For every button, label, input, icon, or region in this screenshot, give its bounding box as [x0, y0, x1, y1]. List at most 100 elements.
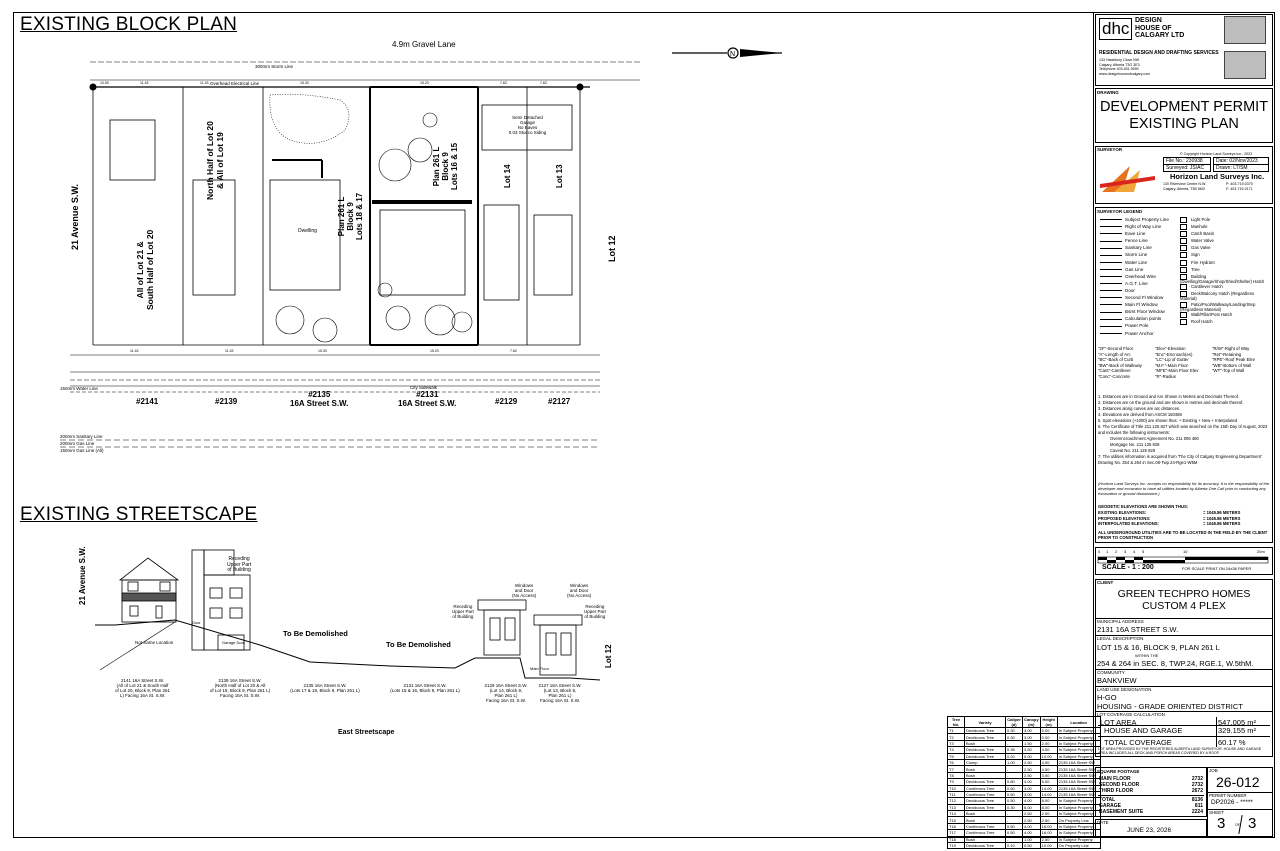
legend-item: Gas Valve	[1180, 245, 1270, 252]
legend-label: Water Valve	[1191, 238, 1214, 244]
landuse-label: LAND USE DESIGNATION	[1097, 687, 1152, 692]
lots-20-19-label: North Half of Lot 20 & All of Lot 19	[205, 121, 225, 200]
job-label: JOB	[1209, 768, 1218, 773]
legend-item: Power Pole	[1100, 323, 1169, 330]
streetscape-drawing	[95, 549, 601, 681]
divider	[1098, 736, 1270, 737]
legend-swatch-icon	[1100, 233, 1122, 235]
drawn-by: Drawn: LT/SM	[1213, 164, 1269, 172]
legend-item: Catch Basin	[1180, 231, 1270, 238]
desc-2131: 2131 16A Street S.W. (Lots 15 & 16, Bloc…	[390, 683, 460, 693]
divider	[1096, 711, 1272, 712]
sqft-name: TOTAL	[1099, 797, 1116, 803]
note-line: Overencroachment Agreement No. 211 006 4…	[1110, 436, 1199, 441]
abbrev-cell: "A"-Length of Arc	[1098, 351, 1131, 357]
divider	[1096, 618, 1272, 619]
note-line: 2. Distances are on the ground and are s…	[1098, 400, 1244, 405]
receding-upper-label: Receding Upper Part of Building	[227, 556, 252, 573]
legend-swatch-icon	[1100, 247, 1122, 249]
svg-text:11.43: 11.43	[130, 349, 139, 353]
legend-item: Cantilever Hatch	[1180, 284, 1270, 291]
lot14-label: Lot 14	[503, 164, 512, 188]
windows-no-access-2127: Windows and Door (No Access)	[567, 583, 592, 598]
sqft-value: 8136	[1191, 797, 1203, 803]
address-2139: #2139	[215, 397, 238, 406]
abbrev-row: "2F"-Second Floor"Elev"-Elevation"R/W"-R…	[1098, 346, 1269, 352]
abbrev-row: "Cant"-Cantilever"MFE"-Main Floor Elev"W…	[1098, 368, 1269, 374]
sqft-name: SECOND FLOOR	[1099, 782, 1140, 788]
legend-item: Second Fl Window	[1100, 295, 1169, 302]
scale-tick-label: 4	[1133, 549, 1136, 554]
geo-value: = 1045.86 METERS	[1203, 515, 1241, 521]
legend-label: Building (Dwelling/Garage/Shop/Shed/Shel…	[1180, 273, 1265, 284]
abbrev-cell: "WT"-Top of Wall	[1212, 368, 1245, 374]
legend-item: Gas Line	[1100, 267, 1169, 274]
sheet-border	[13, 12, 1275, 838]
divider	[1207, 792, 1273, 793]
svg-text:11.43: 11.43	[200, 81, 209, 85]
divider	[1096, 686, 1272, 687]
legend-item: Calculation points	[1100, 316, 1169, 323]
date-label: DATE	[1097, 820, 1109, 825]
legend-label: Manhole	[1191, 224, 1208, 230]
legend-label: Power Anchor	[1125, 330, 1154, 336]
streetscape-lot12-label: Lot 12	[604, 644, 613, 668]
not-same-location-label: Not Same Location	[135, 640, 174, 645]
abbrev-row: "Conc"-Concrete"R"-Radius	[1098, 374, 1269, 380]
surveyor-phone: P: 403-719-0370 F: 403-719-0171	[1226, 182, 1253, 191]
legend-label: Sanitary Line	[1125, 245, 1152, 251]
gas-line-label: 200mm Gas Line	[60, 441, 95, 446]
legend-symbol-icon	[1180, 217, 1187, 223]
legend-label: Eave Line	[1125, 231, 1146, 237]
community-label: COMMUNITY	[1097, 670, 1125, 675]
services-label: RESIDENTIAL DESIGN AND DRAFTING SERVICES	[1099, 50, 1219, 56]
legend-swatch-icon	[1100, 318, 1122, 320]
legend-item: Bsmt Floor Window	[1100, 309, 1169, 316]
lot13-label: Lot 13	[555, 164, 564, 188]
svg-text:10.50: 10.50	[100, 81, 109, 85]
disclaimer: (Horizon Land Surveys Inc. accepts no re…	[1098, 481, 1270, 496]
garage-door-label: Garage Door	[222, 640, 246, 645]
legend-label: Patio/Pool/Walkway/Landing/Step (Regardl…	[1180, 301, 1256, 312]
abbrev-cell: "WB"-Bottom of Wall	[1212, 362, 1252, 368]
scale-bar	[1097, 556, 1269, 564]
abbrev-cell: "Conc"-Concrete	[1098, 373, 1130, 379]
legend-item: Fire Hydrant	[1180, 259, 1270, 267]
legend-item: Water Line	[1100, 260, 1169, 267]
legend-item: Manhole	[1180, 224, 1270, 231]
note-line: 4. Elevations are derived from ASCM 1504…	[1098, 412, 1182, 417]
legend-swatch-icon	[1100, 290, 1122, 292]
svg-text:7.62: 7.62	[540, 81, 547, 85]
legend-item: Water Valve	[1180, 238, 1270, 245]
dwelling-label: Dwelling	[298, 228, 317, 234]
note-line: 7. The utilities information is acquired…	[1098, 454, 1262, 465]
legend-item: Patio/Pool/Walkway/Landing/Step (Regardl…	[1180, 301, 1270, 313]
surveyor-copyright: © Copyright Horizon Land Surveys Inc., 2…	[1180, 152, 1253, 156]
main-floor-label: Main Floor	[530, 666, 549, 671]
legend-label: Fire Hydrant	[1191, 259, 1215, 265]
sqft-value: 2672	[1191, 788, 1203, 794]
house-garage-label: HOUSE AND GARAGE	[1104, 726, 1183, 735]
demolish-2135-label: To Be Demolished	[283, 629, 348, 638]
note-line: Mortgage No. 211 125 828	[1110, 442, 1160, 447]
address-2127: #2127	[548, 397, 571, 406]
divider	[1098, 795, 1204, 796]
drawing-title: DEVELOPMENT PERMIT EXISTING PLAN	[1099, 99, 1269, 132]
note-line: 1. Distances are in Ground and Are Shown…	[1098, 394, 1239, 399]
job-number: 26-012	[1216, 774, 1260, 790]
svg-text:15.33: 15.33	[300, 81, 309, 85]
plan-261l-lots-15-16: Plan 261 L Block 9 Lots 16 & 15	[432, 142, 459, 190]
desc-2141: 2141 16A Street S.W. (All of Lot 21 & So…	[114, 678, 171, 698]
streetscape-avenue-label: 21 Avenue S.W.	[78, 546, 87, 605]
legend-label: Gas Valve	[1191, 245, 1211, 251]
legend-item: Wall/Pillar/Post Hatch	[1180, 312, 1270, 319]
legend-symbol-icon	[1180, 312, 1187, 319]
table-cell: 0.50	[1022, 841, 1041, 850]
